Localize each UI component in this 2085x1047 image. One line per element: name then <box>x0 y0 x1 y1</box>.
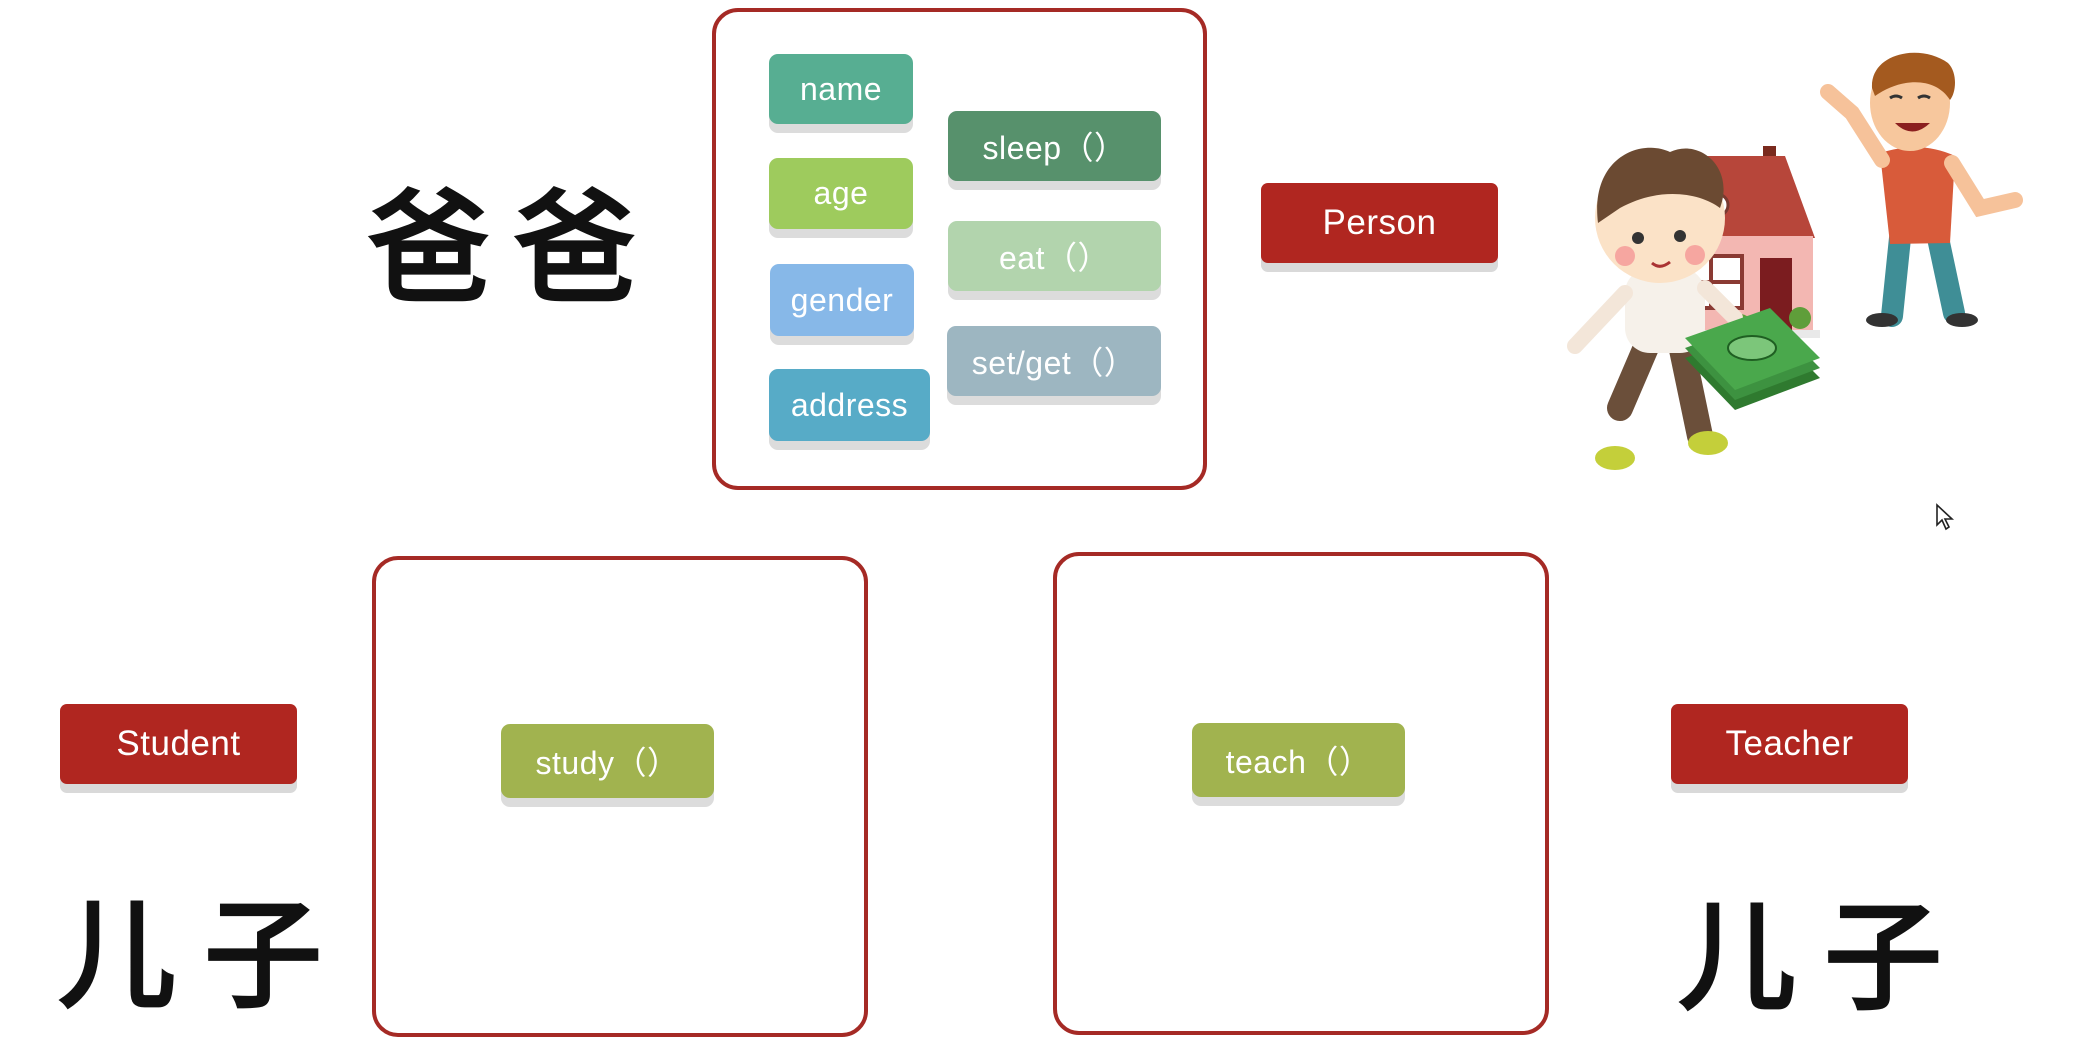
family-illustration <box>1567 52 2023 470</box>
name-attribute: name <box>769 54 913 124</box>
mouse-pointer-icon <box>1936 503 1955 531</box>
address-attribute: address <box>769 369 930 441</box>
age-attribute: age <box>769 158 913 229</box>
person-class-label: Person <box>1261 183 1498 263</box>
father-label: 爸爸 <box>368 178 660 320</box>
gender-attribute: gender <box>770 264 914 336</box>
boy-icon <box>1567 147 1743 470</box>
teacher-class-label: Teacher <box>1671 704 1908 784</box>
teach-method: teach（） <box>1192 723 1405 797</box>
son-label-left: 儿子 <box>58 887 351 1025</box>
man-icon <box>1820 52 2023 327</box>
eat-method: eat（） <box>948 221 1161 291</box>
sleep-method: sleep（） <box>948 111 1161 181</box>
son-label-right: 儿子 <box>1678 889 1971 1027</box>
setget-method: set/get（） <box>947 326 1161 396</box>
money-stack-icon <box>1685 308 1820 410</box>
student-class-label: Student <box>60 704 297 784</box>
study-method: study（） <box>501 724 714 798</box>
